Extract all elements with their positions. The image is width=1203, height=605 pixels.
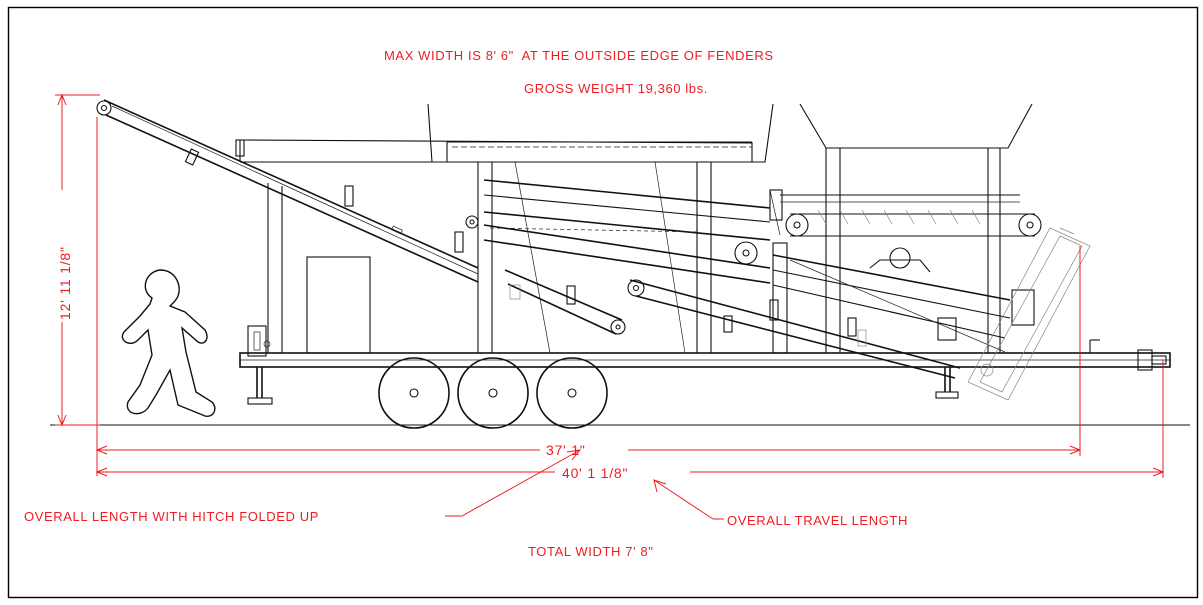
- under-conveyor-right: [627, 279, 961, 379]
- secondary-screen: [772, 242, 1035, 354]
- sheet-border: [7, 6, 1199, 599]
- under-conveyor-left: [504, 269, 626, 335]
- max-width-note: MAX WIDTH IS 8' 6" AT THE OUTSIDE EDGE O…: [384, 48, 774, 63]
- control-box: [306, 256, 371, 354]
- length-dimension-travel: [95, 360, 1165, 478]
- leader-hitch-folded: [445, 449, 582, 517]
- frame-posts: [267, 161, 712, 354]
- travel-length-callout: OVERALL TRAVEL LENGTH: [727, 513, 908, 528]
- feeder-belt: [785, 209, 1042, 237]
- stacker-conveyor: [96, 99, 479, 283]
- leader-travel-length: [653, 479, 724, 520]
- length-travel-label: 40' 1 1/8": [562, 465, 628, 481]
- height-dimension-label: 12' 11 1/8": [57, 246, 73, 320]
- hitch-folded-callout: OVERALL LENGTH WITH HITCH FOLDED UP: [24, 509, 319, 524]
- wheel-2: [457, 357, 529, 429]
- rear-jack-stand: [935, 317, 959, 399]
- folded-hitch-ghost: [967, 227, 1091, 401]
- screen-deck: [483, 179, 783, 284]
- hopper-left: [427, 103, 774, 163]
- height-dimension: [55, 93, 100, 427]
- cover-roof: [239, 139, 753, 163]
- length-dimension-hitch-folded: [95, 246, 1082, 456]
- wheel-3: [536, 357, 608, 429]
- person-scale-figure: [121, 269, 216, 417]
- motor: [889, 247, 911, 269]
- total-width-note: TOTAL WIDTH 7' 8": [528, 544, 653, 559]
- trailer-frame: [239, 339, 1171, 371]
- length-hitch-folded-label: 37' 1": [546, 442, 586, 458]
- front-jack-stand: [247, 325, 273, 405]
- trailer-wheels: [378, 357, 608, 429]
- gross-weight-note: GROSS WEIGHT 19,360 lbs.: [524, 81, 708, 96]
- wheel-1: [378, 357, 450, 429]
- hopper-right: [780, 103, 1033, 353]
